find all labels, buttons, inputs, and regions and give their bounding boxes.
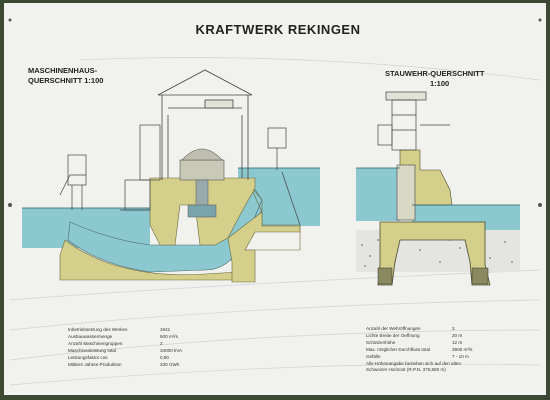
- left-table-value-5: 0,80: [160, 355, 169, 360]
- right-section-title-line2: 1:100: [430, 79, 449, 88]
- left-table-label-3: Anzahl Maschinengruppen: [68, 341, 123, 346]
- weir-headwater: [356, 168, 400, 221]
- right-table-label-2: Lichte Breite der Oeffnung: [366, 333, 420, 338]
- right-table-note-1: Alle Höhenangabe beziehen sich auf den a…: [366, 361, 461, 366]
- right-table-value-3: 12 m: [452, 340, 462, 345]
- right-table-value-4: 3900 m³/s: [452, 347, 473, 352]
- weir-hoist-tower: [377, 91, 450, 151]
- board-title: KRAFTWERK REKINGEN: [196, 22, 361, 37]
- left-table-label-6: Mittlere Jahres-Produktion: [68, 362, 122, 367]
- left-table-label-2: Ausbauwassermenge: [68, 334, 113, 339]
- right-data-table: Anzahl der Wehröffnungen 3 Lichte Breite…: [366, 326, 473, 372]
- left-table-value-2: 500 m³/s: [160, 334, 179, 339]
- left-table-label-4: Maschinenleistung total: [68, 348, 116, 353]
- left-table-label-5: Leistungsfaktor cos: [68, 355, 108, 360]
- right-table-label-5: Gefälle: [366, 354, 381, 359]
- weir-foundation: [377, 221, 491, 286]
- left-section-title-line2: QUERSCHNITT 1:100: [28, 76, 103, 85]
- tailrace-pier-concrete: [227, 211, 301, 283]
- left-table-value-4: 34000 kVA: [160, 348, 183, 353]
- right-table-label-4: Max. möglicher Durchfluss total: [366, 347, 430, 352]
- right-table-value-1: 3: [452, 326, 455, 331]
- generator: [179, 159, 225, 181]
- foundation-concrete: [59, 239, 241, 281]
- right-section-title-line1: STAUWEHR-QUERSCHNITT: [385, 69, 485, 78]
- weir-cross-section: [356, 91, 520, 286]
- right-table-value-5: 7 - 10 m: [452, 354, 469, 359]
- generator-dome: [181, 148, 223, 161]
- left-table-value-3: 2: [160, 341, 163, 346]
- powerhouse-cross-section: [22, 69, 320, 283]
- left-table-value-6: 230 GWh: [160, 362, 180, 367]
- left-table-value-1: 1941: [160, 327, 171, 332]
- weir-gate: [396, 164, 416, 221]
- left-section-title-line1: MASCHINENHAUS-: [28, 66, 98, 75]
- right-table-label-3: Schützenhöhe: [366, 340, 396, 345]
- tailwater-crane: [267, 127, 301, 226]
- right-table-note-2: Schweizer Horizont (R.P.N. 376,860 m): [366, 367, 446, 372]
- intake-structure: [59, 124, 161, 211]
- left-table-label-1: Inbetriebsetzung des Werkes: [68, 327, 128, 332]
- powerhouse-building: [157, 69, 253, 180]
- right-table-value-2: 20 m: [452, 333, 462, 338]
- right-table-label-1: Anzahl der Wehröffnungen: [366, 326, 421, 331]
- background-lines: [9, 57, 541, 386]
- left-data-table: Inbetriebsetzung des Werkes 1941 Ausbauw…: [68, 327, 183, 367]
- turbine-runner: [187, 204, 217, 218]
